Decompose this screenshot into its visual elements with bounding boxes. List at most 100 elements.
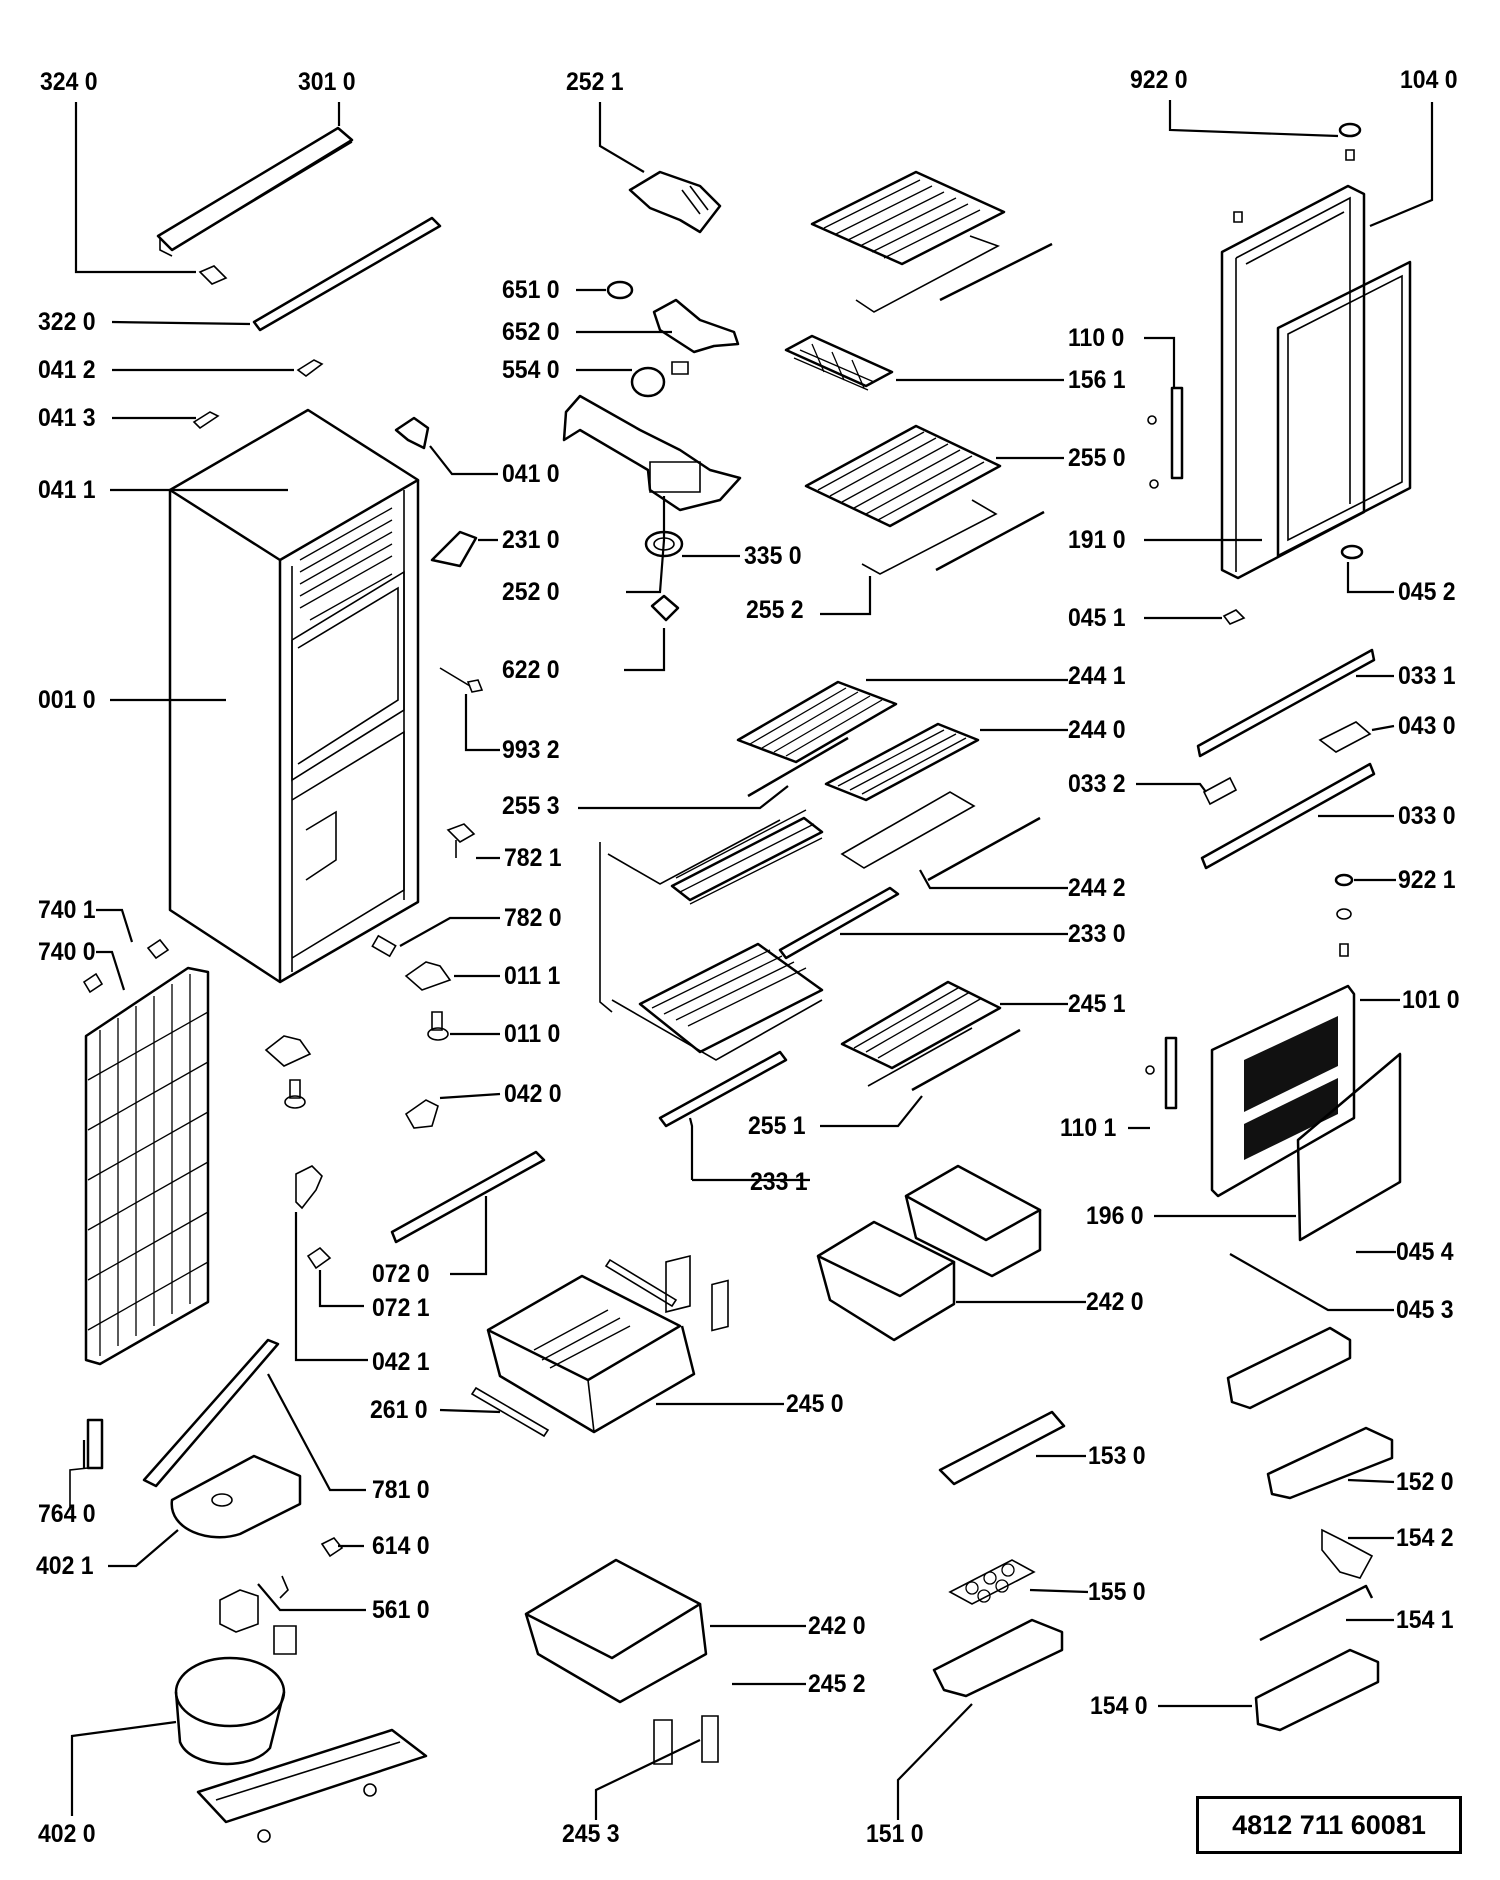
label-922-0: 922 0: [1130, 66, 1188, 94]
part-244-1-shelf: [738, 682, 896, 796]
document-number-box: 4812 711 60081: [1196, 1796, 1462, 1854]
label-110-0: 110 0: [1068, 324, 1125, 352]
label-740-1: 740 1: [38, 896, 96, 924]
part-155-0-egg-tray: [950, 1560, 1034, 1604]
part-110-0-hinge-pin: [1148, 388, 1182, 488]
label-033-1: 033 1: [1398, 662, 1456, 690]
part-191-0-door-gasket: [1278, 262, 1410, 556]
document-number: 4812 711 60081: [1232, 1809, 1426, 1840]
label-155-0: 155 0: [1088, 1578, 1146, 1606]
label-322-0: 322 0: [38, 308, 96, 336]
label-152-0: 152 0: [1396, 1468, 1454, 1496]
part-045-1-stop: [1224, 610, 1244, 624]
label-196-0: 196 0: [1086, 1202, 1144, 1230]
part-001-0-cabinet: [170, 410, 418, 982]
label-033-2: 033 2: [1068, 770, 1126, 798]
label-335-0: 335 0: [744, 542, 802, 570]
part-152-0-door-bin: [1268, 1428, 1392, 1498]
part-compressor-base-plate: [198, 1730, 426, 1842]
part-242-0-drawer-bottom: [526, 1560, 706, 1702]
label-782-0: 782 0: [504, 904, 562, 932]
part-041-0-hinge: [396, 418, 428, 448]
part-231-0-plate: [432, 532, 476, 566]
part-156-1-ice-tray: [786, 336, 892, 390]
part-072-1-cover: [308, 1248, 330, 1268]
part-402-0-compressor: [176, 1658, 284, 1764]
part-door-bin-upper: [1228, 1328, 1350, 1408]
part-072-0-rail: [392, 1152, 544, 1242]
label-231-0: 231 0: [502, 526, 560, 554]
label-011-0: 011 0: [504, 1020, 561, 1048]
part-324-0-clip: [200, 266, 226, 284]
label-402-1: 402 1: [36, 1552, 94, 1580]
part-301-0-top-trim: [158, 128, 352, 256]
label-041-2: 041 2: [38, 356, 96, 384]
part-011-0-foot: [285, 1012, 448, 1108]
part-322-0-strip: [254, 218, 440, 330]
label-045-1: 045 1: [1068, 604, 1126, 632]
part-244-2-glass-cover: [842, 792, 1040, 880]
label-245-0: 245 0: [786, 1390, 844, 1418]
label-740-0: 740 0: [38, 938, 96, 966]
part-011-1-foot-bracket: [266, 962, 450, 1066]
part-993-2-screw: [440, 668, 482, 692]
label-324-0: 324 0: [40, 68, 98, 96]
part-402-1-drip-tray: [172, 1456, 300, 1537]
label-072-0: 072 0: [372, 1260, 430, 1288]
label-244-2: 244 2: [1068, 874, 1126, 902]
label-045-2: 045 2: [1398, 578, 1456, 606]
label-153-0: 153 0: [1088, 1442, 1146, 1470]
label-255-2: 255 2: [746, 596, 804, 624]
label-301-0: 301 0: [298, 68, 356, 96]
label-993-2: 993 2: [502, 736, 560, 764]
part-110-1-hinge-pin: [1146, 1038, 1176, 1108]
label-252-1: 252 1: [566, 68, 624, 96]
part-782-1-spacer: [448, 824, 474, 858]
part-255-0-shelf: [806, 426, 1044, 574]
part-154-0-bottle-bin: [1256, 1650, 1378, 1730]
part-154-2-bottle-stop: [1322, 1530, 1372, 1578]
part-245-1-shelf: [842, 982, 1020, 1090]
part-043-0-bracket: [1320, 722, 1370, 752]
label-041-0: 041 0: [502, 460, 560, 488]
part-101-0-freezer-door: [1212, 986, 1354, 1196]
label-561-0: 561 0: [372, 1596, 430, 1624]
label-614-0: 614 0: [372, 1532, 430, 1560]
label-242-0-drawer: 242 0: [808, 1612, 866, 1640]
part-glass-shelf-top: [812, 172, 1052, 312]
part-781-0-drain-tube: [144, 1340, 278, 1486]
part-554-0-spring: [632, 362, 688, 396]
label-101-0: 101 0: [1402, 986, 1460, 1014]
label-255-3: 255 3: [502, 792, 560, 820]
label-191-0: 191 0: [1068, 526, 1126, 554]
part-651-0-lamp: [608, 282, 632, 298]
label-233-0: 233 0: [1068, 920, 1126, 948]
label-042-0: 042 0: [504, 1080, 562, 1108]
leader-lines: [72, 100, 1432, 1820]
label-252-0: 252 0: [502, 578, 560, 606]
label-041-1: 041 1: [38, 476, 96, 504]
part-153-0-door-shelf: [940, 1412, 1064, 1484]
part-245-0-freezer-drawer: [488, 1276, 694, 1432]
label-072-1: 072 1: [372, 1294, 430, 1322]
label-652-0: 652 0: [502, 318, 560, 346]
label-110-1: 110 1: [1060, 1114, 1117, 1142]
part-614-0-grommet: [322, 1538, 342, 1556]
part-033-1-rail: [1198, 650, 1374, 756]
label-261-0: 261 0: [370, 1396, 428, 1424]
part-151-0-door-bin-small: [934, 1620, 1062, 1696]
part-045-2-stop: [1342, 546, 1362, 558]
part-252-1-thermostat-cover: [630, 172, 720, 232]
part-740-1-clip: [84, 940, 168, 992]
label-154-1: 154 1: [1396, 1606, 1454, 1634]
part-233-0-rail: [780, 888, 898, 958]
label-781-0: 781 0: [372, 1476, 430, 1504]
part-242-0-crisper-right: [906, 1166, 1040, 1276]
label-244-0: 244 0: [1068, 716, 1126, 744]
label-782-1: 782 1: [504, 844, 562, 872]
part-042-0-hinge: [406, 1100, 438, 1128]
part-196-0-freezer-gasket: [1298, 1054, 1400, 1240]
part-622-0-switch: [652, 596, 678, 620]
label-045-4: 045 4: [1396, 1238, 1454, 1266]
part-922-0-cap: [1234, 124, 1360, 222]
